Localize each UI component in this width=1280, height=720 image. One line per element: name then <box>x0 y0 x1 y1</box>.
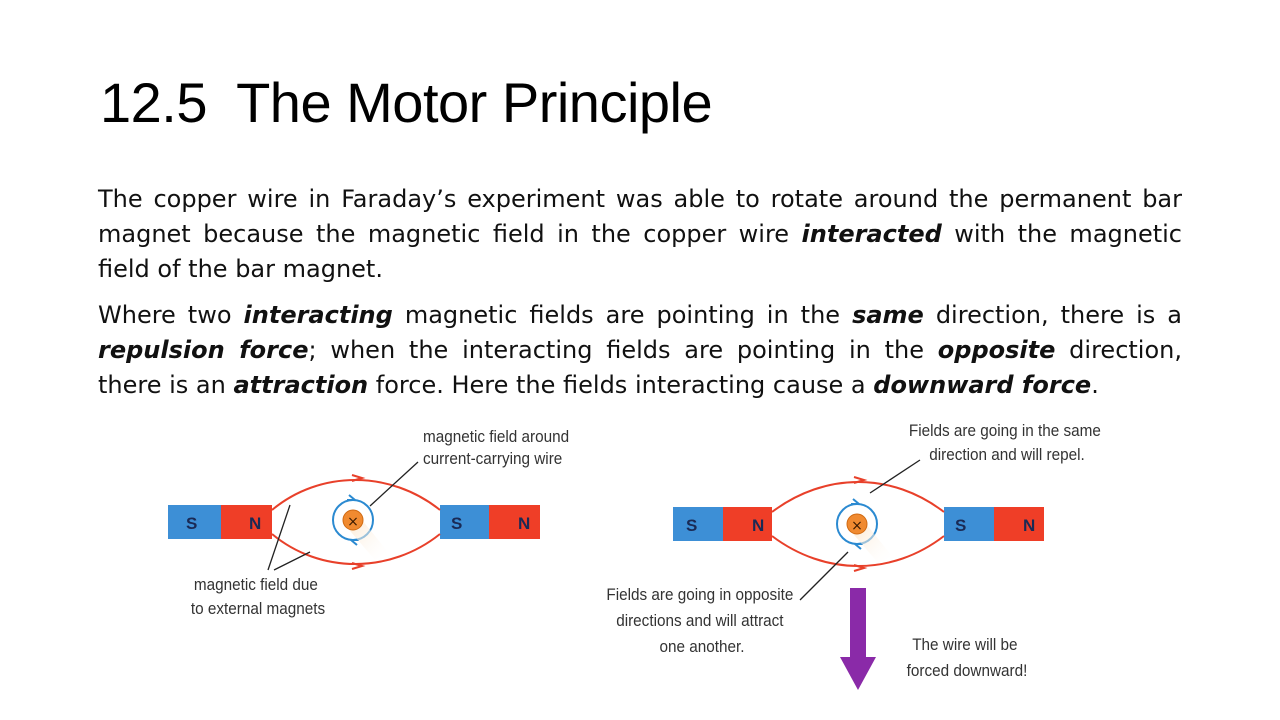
south-pole <box>673 507 723 541</box>
downward-force-arrow <box>840 588 876 690</box>
label-line: Fields are going in opposite <box>606 585 793 604</box>
right-magnet-2: S N <box>944 507 1044 541</box>
label-opposite-direction: Fields are going in opposite directions … <box>606 585 797 656</box>
pointer-line <box>267 504 291 571</box>
label-line: to external magnets <box>191 599 325 618</box>
external-field-line-top <box>271 479 441 511</box>
label-same-direction: Fields are going in the same direction a… <box>909 421 1105 464</box>
text-run: ; when the interacting fields are pointi… <box>308 336 938 364</box>
north-pole-label: N <box>1023 516 1035 535</box>
right-magnet-1: S N <box>673 507 772 541</box>
external-field-line-bottom <box>771 535 945 567</box>
label-external-field: magnetic field due to external magnets <box>191 575 325 618</box>
pointer-line <box>369 461 419 507</box>
label-line: The wire will be <box>912 635 1017 654</box>
wire-field-arrow <box>348 539 359 546</box>
wire <box>342 509 364 531</box>
field-arrow <box>853 564 868 572</box>
wire-field-arrow <box>851 498 862 505</box>
emphasized-text: attraction <box>233 371 369 399</box>
text-run: The copper wire in Faraday’s experiment … <box>98 185 1182 248</box>
emphasized-text: interacted <box>801 220 942 248</box>
left-diagram: S N S N × magnetic field around current-… <box>168 427 573 618</box>
north-pole <box>221 505 272 539</box>
pointer-line <box>799 551 849 601</box>
field-arrow <box>853 476 868 484</box>
wire-current-symbol: × <box>347 514 359 530</box>
south-pole <box>944 507 994 541</box>
south-pole-label: S <box>955 516 966 535</box>
text-run: Where two <box>98 301 244 329</box>
text-run: with the magnetic field of the bar magne… <box>98 220 1183 283</box>
north-pole <box>489 505 540 539</box>
wire <box>846 513 868 535</box>
south-pole-label: S <box>451 514 462 533</box>
south-pole-label: S <box>686 516 697 535</box>
north-pole-label: N <box>249 514 261 533</box>
field-arrow <box>351 474 366 482</box>
left-magnet-1: S N <box>168 505 272 539</box>
text-run: magnetic fields are pointing in the <box>392 301 853 329</box>
label-line: one another. <box>660 637 745 656</box>
left-magnet-2: S N <box>440 505 540 539</box>
pointer-line <box>273 551 311 571</box>
north-pole-label: N <box>752 516 764 535</box>
emphasized-text: downward force <box>873 371 1092 399</box>
text-run: force. Here the fields interacting cause… <box>368 371 874 399</box>
paragraph-interaction: Where two interacting magnetic fields ar… <box>98 298 1182 403</box>
text-run: direction, there is a <box>923 301 1182 329</box>
label-line: direction and will repel. <box>929 445 1084 464</box>
text-run: . <box>1091 371 1099 399</box>
label-line: directions and will attract <box>616 611 784 630</box>
south-pole <box>440 505 489 539</box>
label-line: Fields are going in the same <box>909 421 1101 440</box>
emphasized-text: repulsion force <box>98 336 309 364</box>
wire-field-arrow <box>852 543 863 550</box>
north-pole <box>723 507 772 541</box>
label-wire-field: magnetic field around current-carrying w… <box>423 427 573 468</box>
emphasized-text: same <box>852 301 924 329</box>
north-pole-label: N <box>518 514 530 533</box>
label-downward-force: The wire will be forced downward! <box>907 635 1028 680</box>
label-line: magnetic field around <box>423 427 569 446</box>
pointer-line <box>869 459 921 494</box>
emphasized-text: opposite <box>937 336 1056 364</box>
south-pole-label: S <box>186 514 197 533</box>
paragraph-faraday: The copper wire in Faraday’s experiment … <box>98 182 1182 287</box>
north-pole <box>994 507 1044 541</box>
wire-current-symbol: × <box>851 518 863 534</box>
wire-field-arrow <box>347 494 358 501</box>
south-pole <box>168 505 221 539</box>
label-line: forced downward! <box>907 661 1028 680</box>
label-line: current-carrying wire <box>423 449 562 468</box>
text-run: direction, there is an <box>98 336 1182 399</box>
right-diagram: S N S N × Fields are going in the same d… <box>606 421 1105 690</box>
external-field-line-top <box>771 481 945 513</box>
external-field-line-bottom <box>271 533 441 565</box>
field-arrow <box>351 562 366 570</box>
label-line: magnetic field due <box>194 575 318 594</box>
slide-title: 12.5 The Motor Principle <box>100 71 713 134</box>
emphasized-text: interacting <box>243 301 393 329</box>
